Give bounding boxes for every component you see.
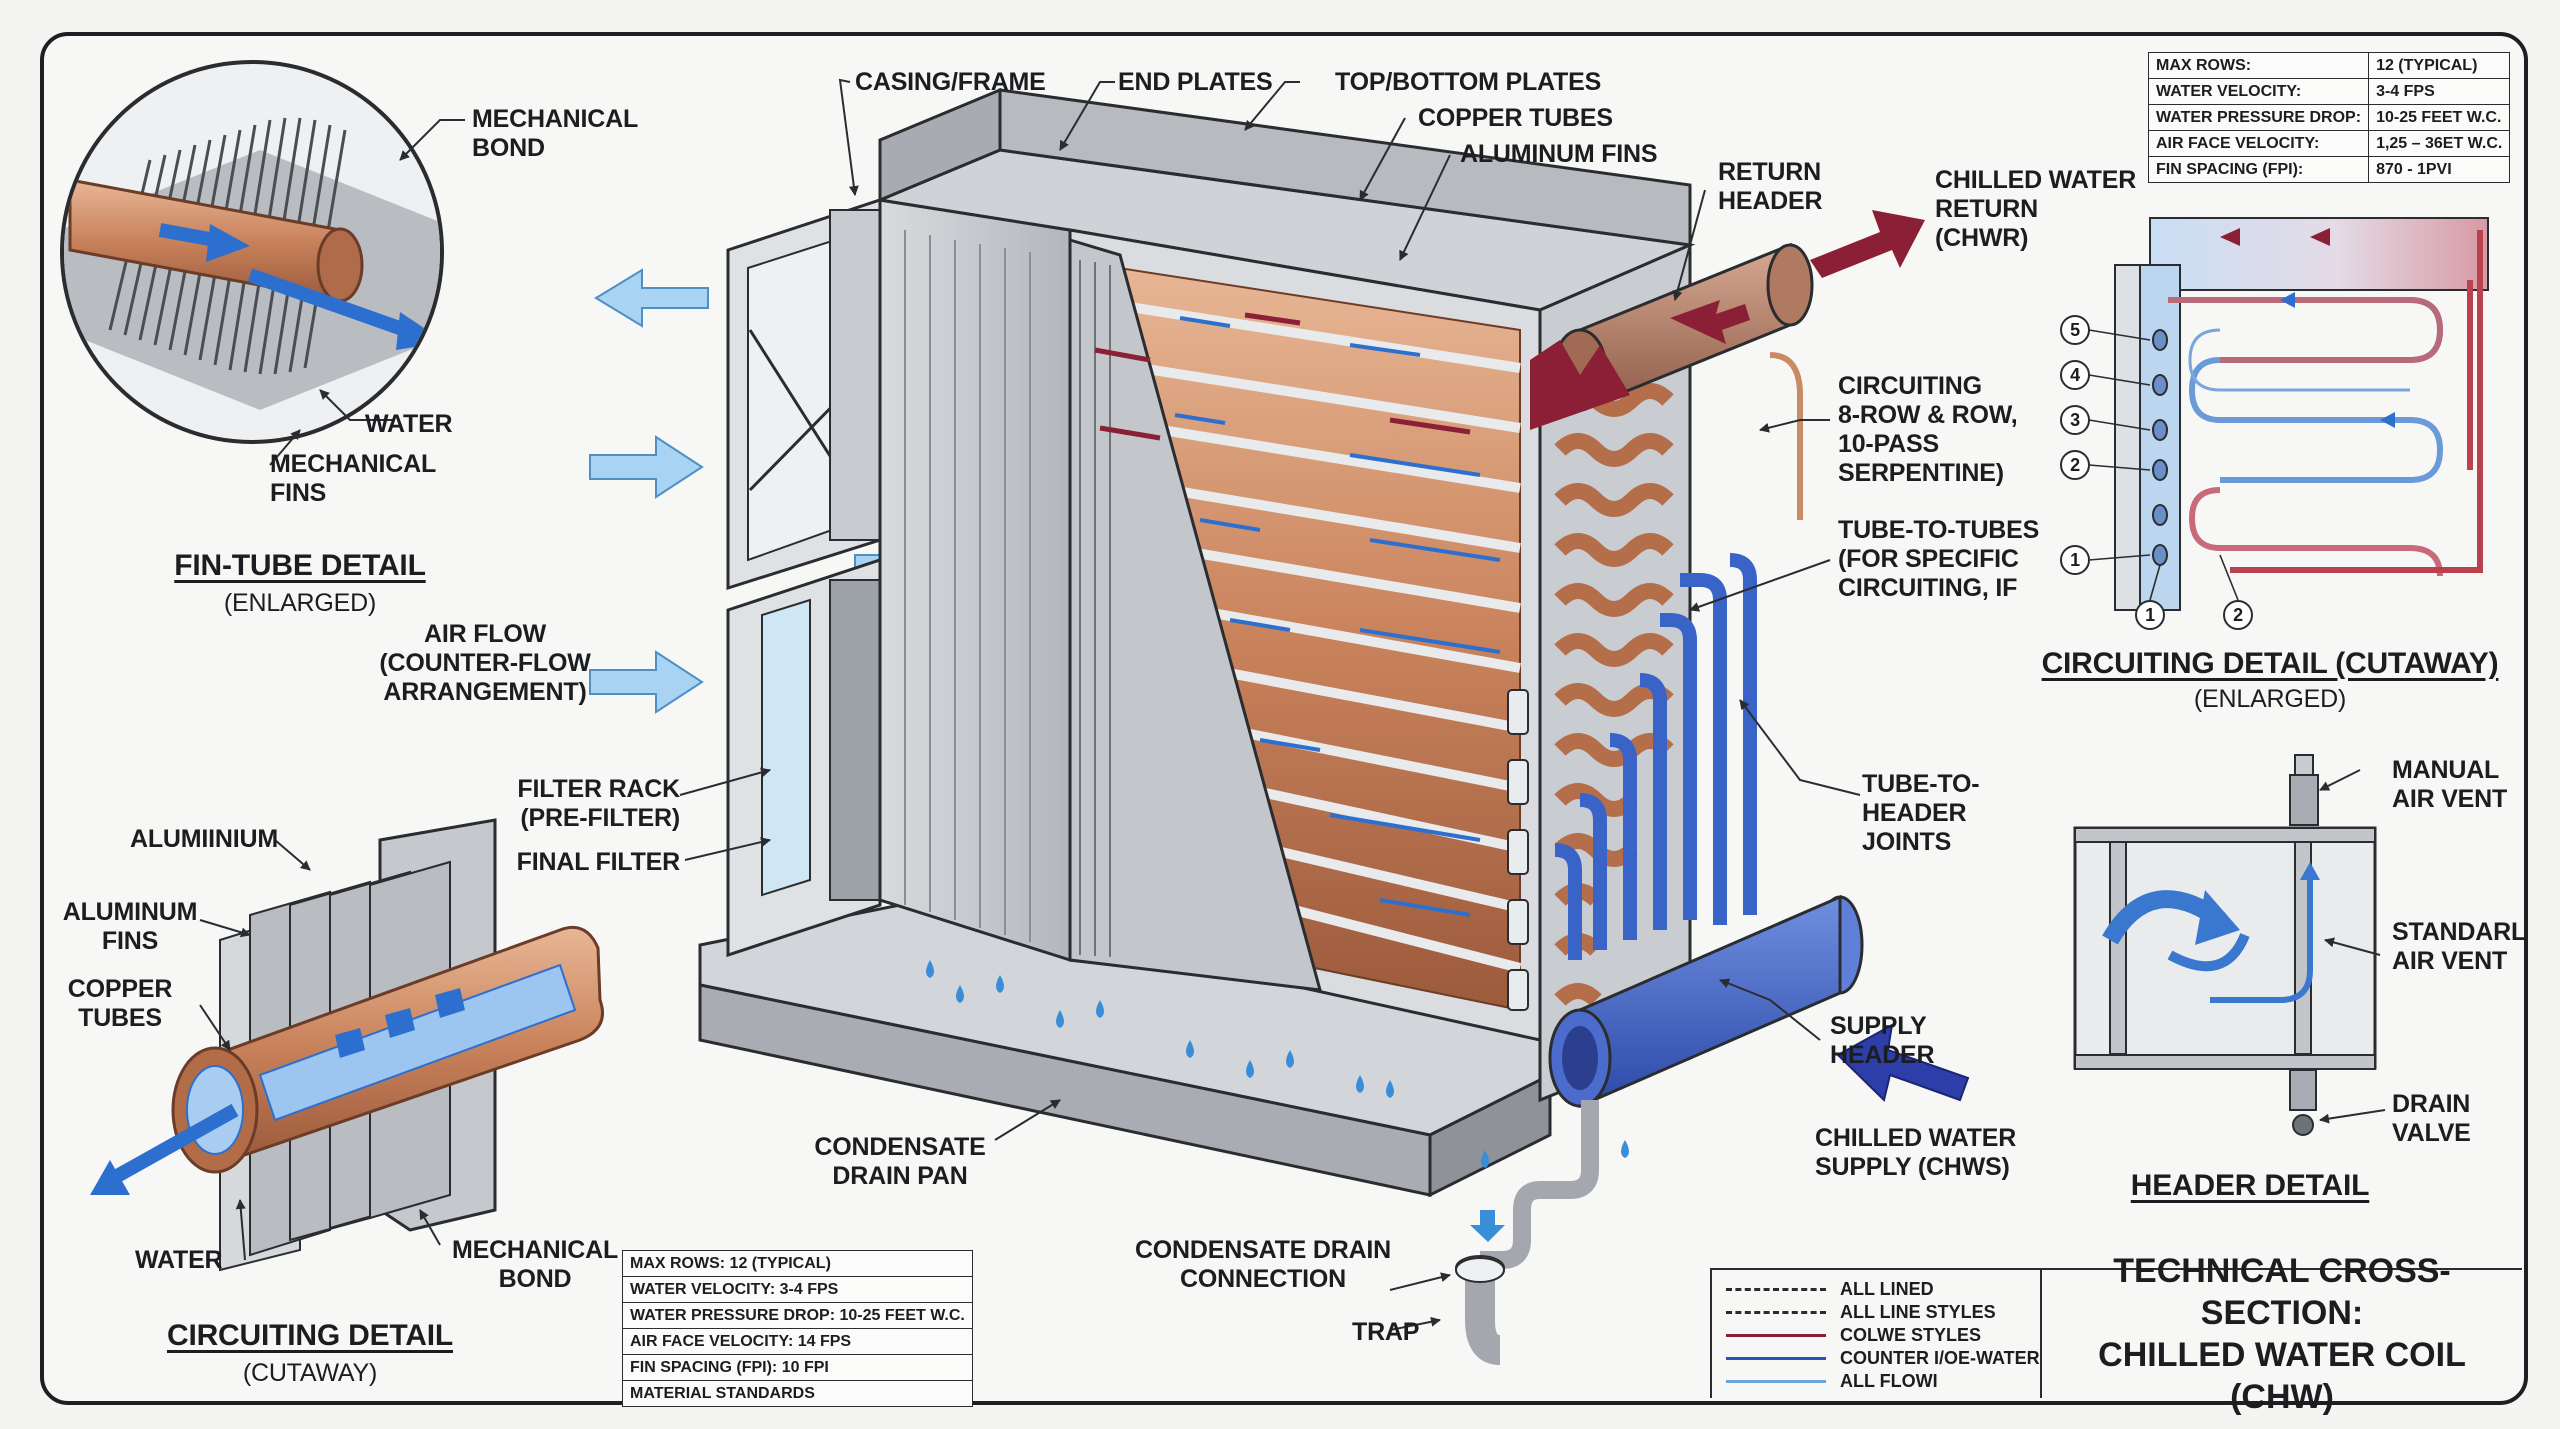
label-top-bottom-plates: TOP/BOTTOM PLATES (1335, 68, 1602, 96)
cutaway-tube-detail (90, 818, 604, 1272)
label-circuiting: CIRCUITING 8-ROW & ROW, 10-PASS SERPENTI… (1838, 372, 2018, 487)
label-return-header: RETURN HEADER (1718, 158, 1823, 215)
spec-row: WATER PRESSURE DROP: 10-25 FEET W.C. (622, 1302, 973, 1329)
label-copper-tubes-left: COPPER TUBES (67, 975, 173, 1032)
line-style-legend: ALL LINED ALL LINE STYLES COLWE STYLES C… (1710, 1268, 2042, 1398)
circuiting-detail-subtitle: (CUTAWAY) (242, 1359, 378, 1387)
fin-tube-detail (60, 60, 444, 444)
legend-swatch (1726, 1310, 1826, 1314)
legend-swatch (1726, 1379, 1826, 1383)
header-detail-title: HEADER DETAIL (2130, 1169, 2370, 1202)
label-air-flow: AIR FLOW (COUNTER-FLOW ARRANGEMENT) (379, 620, 591, 706)
spec-row: MATERIAL STANDARDS (622, 1380, 973, 1407)
label-chwr: CHILLED WATER RETURN (CHWR) (1935, 166, 2137, 252)
legend-swatch (1726, 1287, 1826, 1291)
legend-row: ALL FLOWI (1726, 1370, 1938, 1392)
spec-row: WATER VELOCITY:3-4 FPS (2147, 78, 2511, 105)
fin-tube-detail-title: FIN-TUBE DETAIL (174, 549, 426, 582)
spec-row: MAX ROWS:12 (TYPICAL) (2147, 52, 2511, 79)
label-aluminium: ALUMIINIUM (130, 825, 278, 853)
label-tube-to-header: TUBE-TO- HEADER JOINTS (1862, 770, 1980, 856)
label-supply-header: SUPPLY HEADER (1830, 1012, 1935, 1069)
label-mechanical-bond-top: MECHANICAL BOND (472, 105, 639, 162)
label-final-filter: FINAL FILTER (516, 848, 681, 876)
drawing-title: TECHNICAL CROSS-SECTION: CHILLED WATER C… (2098, 1252, 2466, 1416)
spec-row: AIR FACE VELOCITY:1,25 – 36ET W.C. (2147, 130, 2511, 157)
circuit-number-2: 2 (2070, 455, 2080, 475)
circuiting-cutaway-subtitle: (ENLARGED) (2193, 685, 2347, 713)
label-manual-air-vent: MANUAL AIR VENT (2392, 756, 2508, 813)
circuit-number-bottom-1: 1 (2145, 605, 2155, 625)
label-drain-valve: DRAIN VALVE (2392, 1090, 2471, 1147)
label-chws: CHILLED WATER SUPPLY (CHWS) (1815, 1124, 2017, 1181)
label-aluminum-fins-left: ALUMINUM FINS (62, 898, 198, 955)
coil-main-assembly (698, 87, 1970, 1365)
circuit-number-5: 5 (2070, 320, 2080, 340)
leader-lines (199, 78, 2386, 1331)
circuiting-detail-title: CIRCUITING DETAIL (166, 1319, 454, 1352)
spec-table-top: MAX ROWS:12 (TYPICAL) WATER VELOCITY:3-4… (2147, 52, 2511, 183)
label-filter-rack: FILTER RACK (PRE-FILTER) (517, 775, 680, 832)
label-mechanical-fins: MECHANICAL FINS (270, 450, 437, 507)
spec-row: AIR FACE VELOCITY: 14 FPS (622, 1328, 973, 1355)
circuit-number-circles (2060, 315, 2253, 630)
legend-row: ALL LINE STYLES (1726, 1301, 1996, 1323)
label-trap: TRAP (1352, 1318, 1420, 1346)
label-mechanical-bond-bottom: MECHANICAL BOND (451, 1236, 619, 1293)
label-water-bottom: WATER (135, 1246, 223, 1274)
fin-tube-detail-subtitle: (ENLARGED) (223, 589, 377, 617)
circuit-number-1: 1 (2070, 550, 2080, 570)
circuiting-cutaway-title: CIRCUITING DETAIL (CUTAWAY) (2041, 647, 2499, 680)
label-water-top: WATER (365, 410, 453, 438)
label-casing-frame: CASING/FRAME (855, 68, 1046, 96)
label-standard-air-vent: STANDARL AIR VENT (2392, 918, 2527, 975)
circuit-number-bottom-2: 2 (2233, 605, 2243, 625)
spec-row: WATER PRESSURE DROP:10-25 FEET W.C. (2147, 104, 2511, 131)
circuit-number-4: 4 (2070, 365, 2080, 385)
legend-row: ALL LINED (1726, 1278, 1934, 1300)
label-end-plates: END PLATES (1118, 68, 1273, 96)
circuit-number-3: 3 (2070, 410, 2080, 430)
circuiting-cutaway-diagram (2114, 217, 2489, 611)
drawing-title-block: TECHNICAL CROSS-SECTION: CHILLED WATER C… (2040, 1252, 2522, 1416)
spec-table-bottom: MAX ROWS: 12 (TYPICAL) WATER VELOCITY: 3… (622, 1250, 973, 1407)
label-copper-tubes: COPPER TUBES (1418, 104, 1613, 132)
label-tube-to-tubes: TUBE-TO-TUBES (FOR SPECIFIC CIRCUITING, … (1838, 516, 2040, 602)
header-detail-diagram (2073, 754, 2377, 1136)
label-condensate-drain-connection: CONDENSATE DRAIN CONNECTION (1134, 1236, 1392, 1293)
legend-swatch (1726, 1333, 1826, 1337)
legend-swatch (1726, 1356, 1826, 1360)
spec-row: FIN SPACING (FPI): 10 FPI (622, 1354, 973, 1381)
legend-row: COLWE STYLES (1726, 1324, 1981, 1346)
label-aluminum-fins: ALUMINUM FINS (1460, 140, 1658, 168)
spec-row: MAX ROWS: 12 (TYPICAL) (622, 1250, 973, 1277)
spec-row: FIN SPACING (FPI):870 - 1PVI (2147, 156, 2511, 183)
legend-row: COUNTER I/OE-WATER (1726, 1347, 2040, 1369)
spec-row: WATER VELOCITY: 3-4 FPS (622, 1276, 973, 1303)
label-condensate-drain-pan: CONDENSATE DRAIN PAN (814, 1133, 986, 1190)
